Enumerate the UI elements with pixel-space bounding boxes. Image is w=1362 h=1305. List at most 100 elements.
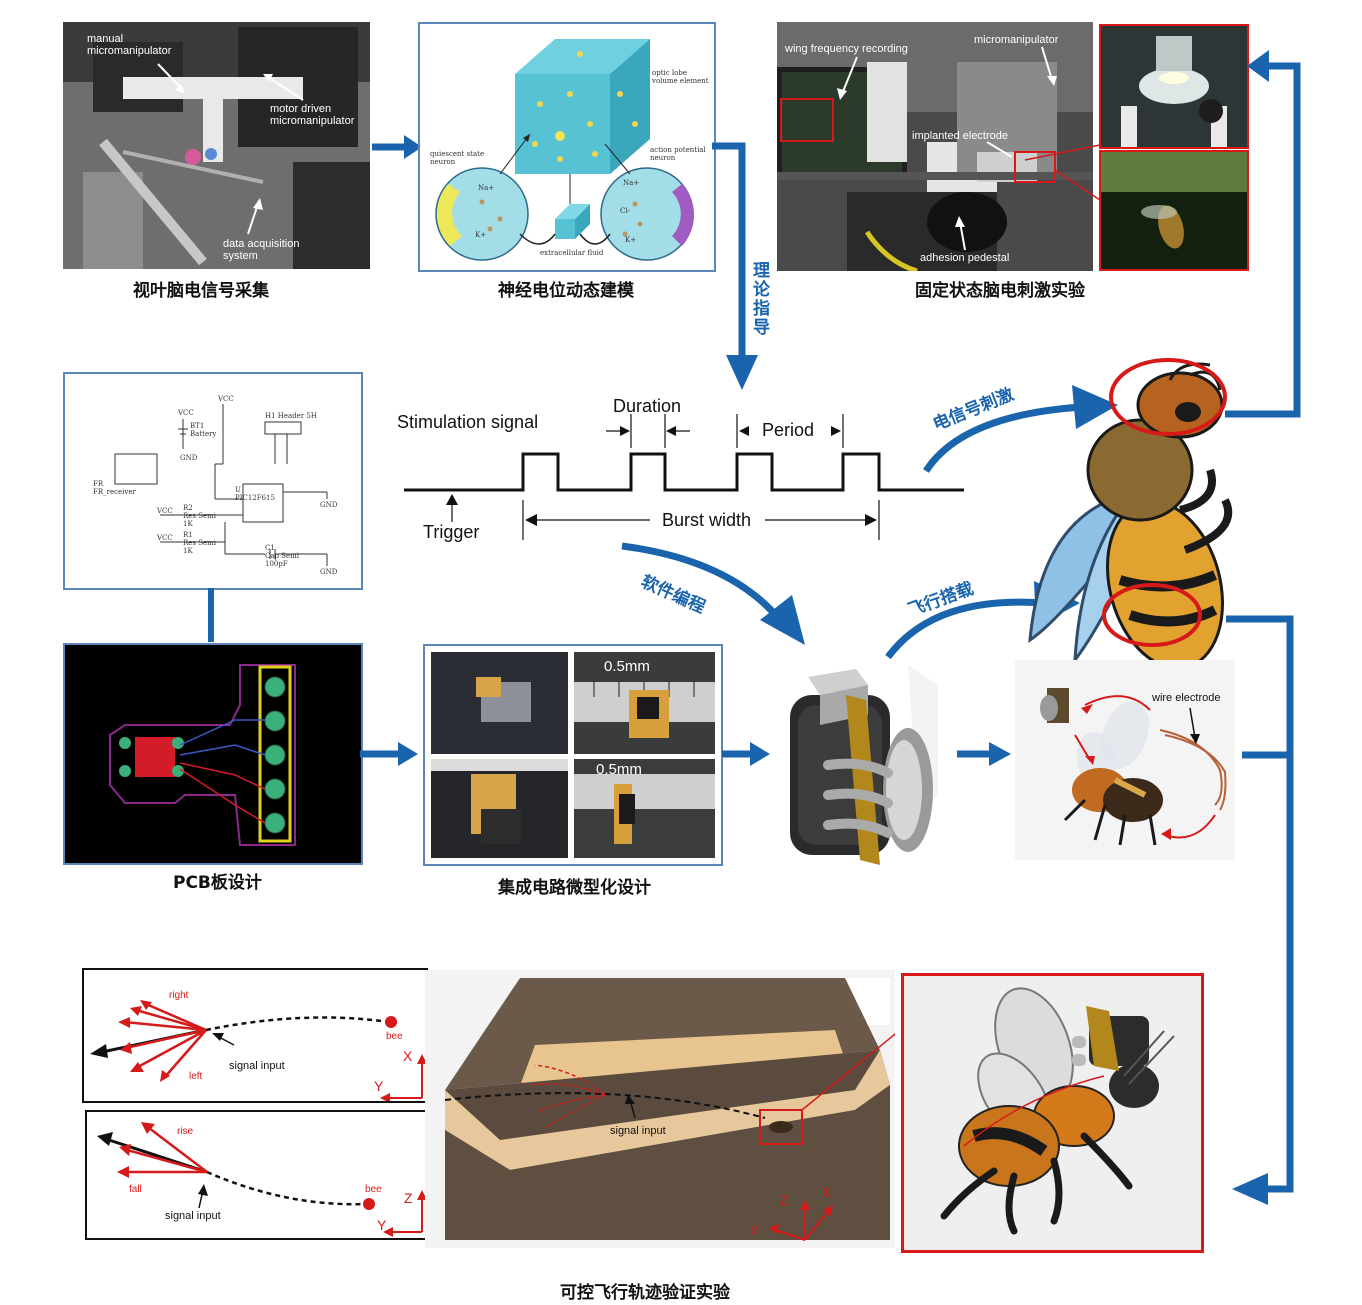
right-label: right xyxy=(169,990,189,1001)
period-label: Period xyxy=(762,420,815,440)
daq-system-label: data acquisition system xyxy=(223,238,300,262)
schematic-lines xyxy=(114,404,328,566)
k-left-label: K+ xyxy=(475,231,487,239)
right-flow-arrow xyxy=(1226,615,1294,1205)
ic-photo-4: 0.5mm xyxy=(574,759,715,858)
microscope-illustration xyxy=(1101,26,1247,147)
x-axis-label-1: X xyxy=(403,1048,413,1064)
bt1-label: BT1 Battery xyxy=(190,422,217,438)
pcb-layout xyxy=(65,645,361,863)
na-right-label: Na+ xyxy=(623,179,640,187)
header-label: H1 Header 5H xyxy=(265,412,317,420)
signal-input-label-2: signal input xyxy=(165,1210,221,1222)
optic-lobe-label: optic lobe volume element xyxy=(652,69,709,85)
bee-label-1: bee xyxy=(386,1031,403,1042)
motor-micromanipulator-label: motor driven micromanipulator xyxy=(270,103,355,127)
manual-micromanipulator-label: manual micromanipulator xyxy=(87,33,172,57)
ic-photo-1 xyxy=(431,652,568,754)
vcc1-label: VCC xyxy=(178,409,194,417)
wire-electrode-label: wire electrode xyxy=(1152,692,1221,704)
horizontal-trajectory xyxy=(90,1000,426,1101)
fixed-experiment-photo: wing frequency recording micromanipulato… xyxy=(777,22,1093,271)
lab-setup-illustration xyxy=(777,22,1093,271)
scale-label-1: 0.5mm xyxy=(604,658,650,675)
photo1-pointer-arrows xyxy=(157,63,304,235)
gnd1-label: GND xyxy=(180,454,198,462)
gnd3-label: GND xyxy=(320,568,338,576)
c1-label: C1 Cap Semi 100pF xyxy=(265,544,300,568)
scale-label-2: 0.5mm xyxy=(596,761,642,778)
gnd2-label: GND xyxy=(320,501,338,509)
bee-backpack-render xyxy=(901,973,1204,1253)
quiescent-neuron-label: quiescent state neuron xyxy=(430,150,485,166)
large-bee-illustration xyxy=(1028,358,1233,670)
stimulation-signal-label: Stimulation signal xyxy=(397,412,539,432)
flow-arrow-device-bee xyxy=(957,742,1011,766)
implanted-electrode-label: implanted electrode xyxy=(912,130,1009,142)
software-programming-arrow xyxy=(621,542,805,645)
theory-guidance-label: 理论指导 xyxy=(753,261,770,338)
wing-recording-box xyxy=(780,98,834,142)
action-neuron-label: action potential neuron xyxy=(650,146,706,162)
u1-label: U PIC12F615 xyxy=(235,486,275,502)
duration-label: Duration xyxy=(613,396,682,416)
ic-photo-grid: 0.5mm 0.5mm xyxy=(423,644,723,866)
flow-arrow-1 xyxy=(372,135,422,159)
y-axis-label-2: Y xyxy=(377,1217,387,1233)
z-axis-label-2: Z xyxy=(404,1190,413,1206)
eeg-rig-illustration xyxy=(63,22,370,269)
arena-signal-input-label: signal input xyxy=(610,1125,666,1137)
na-left-label: Na+ xyxy=(478,184,495,192)
bee-electrode-illustration xyxy=(1015,660,1235,860)
neural-model-illustration xyxy=(435,39,695,261)
eeg-collection-photo: manual micromanipulator motor driven mic… xyxy=(63,22,370,269)
electrode-highlight-box xyxy=(1014,151,1056,183)
y-axis-label-1: Y xyxy=(374,1078,384,1094)
adhesion-pedestal-label: adhesion pedestal xyxy=(920,252,1010,264)
flow-arrow-pcb-ic xyxy=(360,742,418,766)
fixed-experiment-caption: 固定状态脑电刺激实验 xyxy=(915,281,1085,301)
trajectory-diagram-horizontal: right left signal input bee X Y xyxy=(82,968,428,1103)
electrical-stimulation-arrow xyxy=(923,385,1118,473)
neural-modeling-caption: 神经电位动态建模 xyxy=(498,281,634,301)
schematic-pcb-connector xyxy=(208,588,214,642)
burst-width-label: Burst width xyxy=(662,510,752,530)
wing-recording-label: wing frequency recording xyxy=(785,43,908,55)
micromanipulator-label: micromanipulator xyxy=(974,34,1059,46)
vertical-trajectory xyxy=(97,1122,426,1237)
r1-label: R1 Res Semi 1K xyxy=(183,531,217,555)
flow-arrow-ic-device xyxy=(722,742,770,766)
vcc-r2-label: VCC xyxy=(157,507,173,515)
circuit-schematic-panel: VCC VCC BT1 Battery GND H1 Header 5H FR … xyxy=(63,372,363,590)
arena-z-label: Z xyxy=(780,1192,789,1208)
neural-model-panel: optic lobe volume element quiescent stat… xyxy=(418,22,716,272)
trigger-label: Trigger xyxy=(423,522,480,542)
bee-backpack-illustration xyxy=(904,976,1201,1250)
pcb-design-panel xyxy=(63,643,363,865)
arena-y-label: Y xyxy=(750,1222,760,1238)
feedback-arrow xyxy=(1225,50,1301,418)
zoom-photo-bottom xyxy=(1099,150,1249,271)
photo3-pointer-arrows xyxy=(837,46,1057,251)
bee-label-2: bee xyxy=(365,1184,382,1195)
fr-receiver-label: FR FR_receiver xyxy=(93,480,136,496)
left-label: left xyxy=(189,1071,203,1082)
bee-closeup-illustration xyxy=(1101,152,1247,269)
trajectory-experiment-caption: 可控飞行轨迹验证实验 xyxy=(560,1283,730,1303)
ic-photo-2: 0.5mm xyxy=(574,652,715,754)
eeg-collection-caption: 视叶脑电信号采集 xyxy=(133,281,269,301)
arena-illustration xyxy=(425,970,895,1248)
zoom-photo-top xyxy=(1099,24,1249,149)
vcc-r1-label: VCC xyxy=(157,534,173,542)
cl-right-label: Cl- xyxy=(620,207,630,215)
flight-arena-box: signal input Z X Y xyxy=(425,970,895,1248)
extracellular-fluid-label: extracellular fluid xyxy=(540,249,604,257)
arena-x-label: X xyxy=(822,1184,832,1200)
ic-photo-3 xyxy=(431,759,568,858)
zoom-connector-lines xyxy=(1024,144,1101,201)
stimulation-waveform xyxy=(404,414,964,540)
rise-label: rise xyxy=(177,1126,194,1137)
signal-input-label-1: signal input xyxy=(229,1060,285,1072)
theory-guidance-arrow xyxy=(712,142,758,390)
fall-label: fall xyxy=(129,1184,142,1195)
